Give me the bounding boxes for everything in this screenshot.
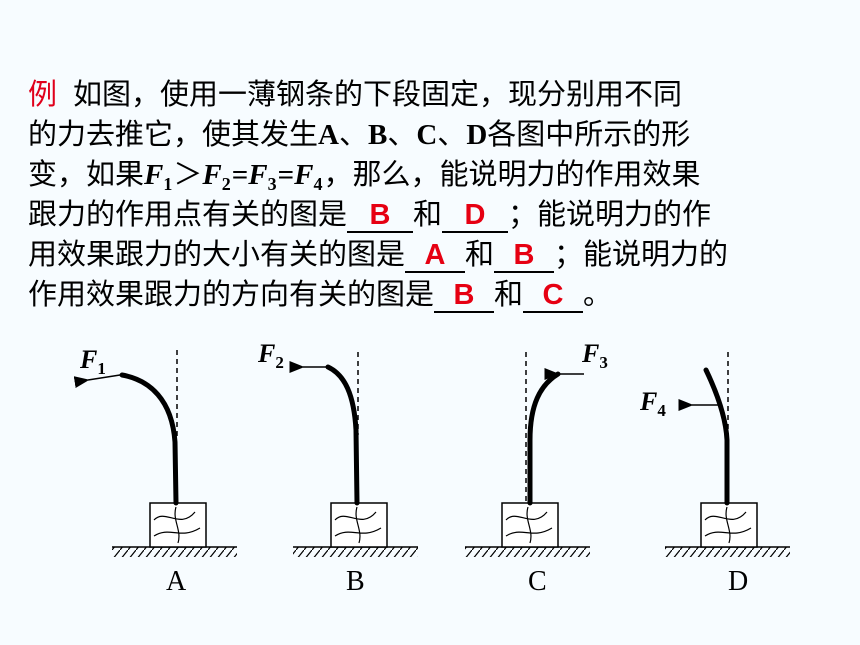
panel-label-c: C	[528, 566, 547, 597]
answer-blank-2: D	[442, 199, 509, 233]
wood-block	[501, 502, 559, 548]
force-f1: F1	[144, 159, 173, 194]
force-f3: F3	[248, 159, 277, 194]
figure-panel-a: F1 A	[73, 345, 237, 597]
force-arrow-f1	[73, 374, 121, 389]
force-label-f3: F3	[581, 340, 608, 372]
figure-panel-d: F4 D	[639, 352, 790, 597]
steel-strip	[325, 364, 360, 506]
force-label-f1: F1	[79, 345, 106, 378]
force-f2: F2	[202, 159, 231, 194]
problem-line-2: 的力去推它，使其发生A、B、C、D各图中所示的形	[28, 117, 691, 151]
wood-block	[330, 502, 388, 548]
answer-blank-5: B	[434, 279, 495, 313]
answer-blank-4: B	[494, 239, 555, 273]
answer-blank-6: C	[523, 279, 584, 313]
steel-strip	[119, 372, 179, 506]
wood-block	[149, 502, 207, 548]
panel-label-d: D	[728, 566, 748, 597]
ground-hatch	[293, 547, 418, 557]
panel-label-a: A	[166, 566, 187, 597]
figure-panel-c: F3 C	[465, 340, 608, 597]
answer-blank-1: B	[347, 199, 414, 233]
wood-block	[700, 502, 758, 548]
force-label-f2: F2	[257, 340, 284, 372]
figure-diagrams: F1 A F2 B F3 C	[73, 340, 790, 597]
steel-strip	[527, 371, 561, 506]
ground-hatch	[465, 547, 590, 557]
example-label: 例	[28, 77, 58, 111]
force-f4: F4	[294, 159, 323, 194]
force-label-f4: F4	[639, 387, 666, 420]
problem-line-1: 例如图，使用一薄钢条的下段固定，现分别用不同	[28, 77, 683, 111]
ground-hatch	[112, 547, 237, 557]
problem-text: 例如图，使用一薄钢条的下段固定，现分别用不同 的力去推它，使其发生A、B、C、D…	[28, 74, 828, 314]
panel-label-b: B	[346, 566, 365, 597]
problem-line-3: 变，如果F1＞F2=F3=F4，那么，能说明力的作用效果	[28, 157, 701, 194]
steel-strip	[703, 367, 730, 506]
figure-panel-b: F2 B	[257, 340, 418, 597]
answer-blank-3: A	[405, 239, 466, 273]
ground-hatch	[665, 547, 790, 557]
